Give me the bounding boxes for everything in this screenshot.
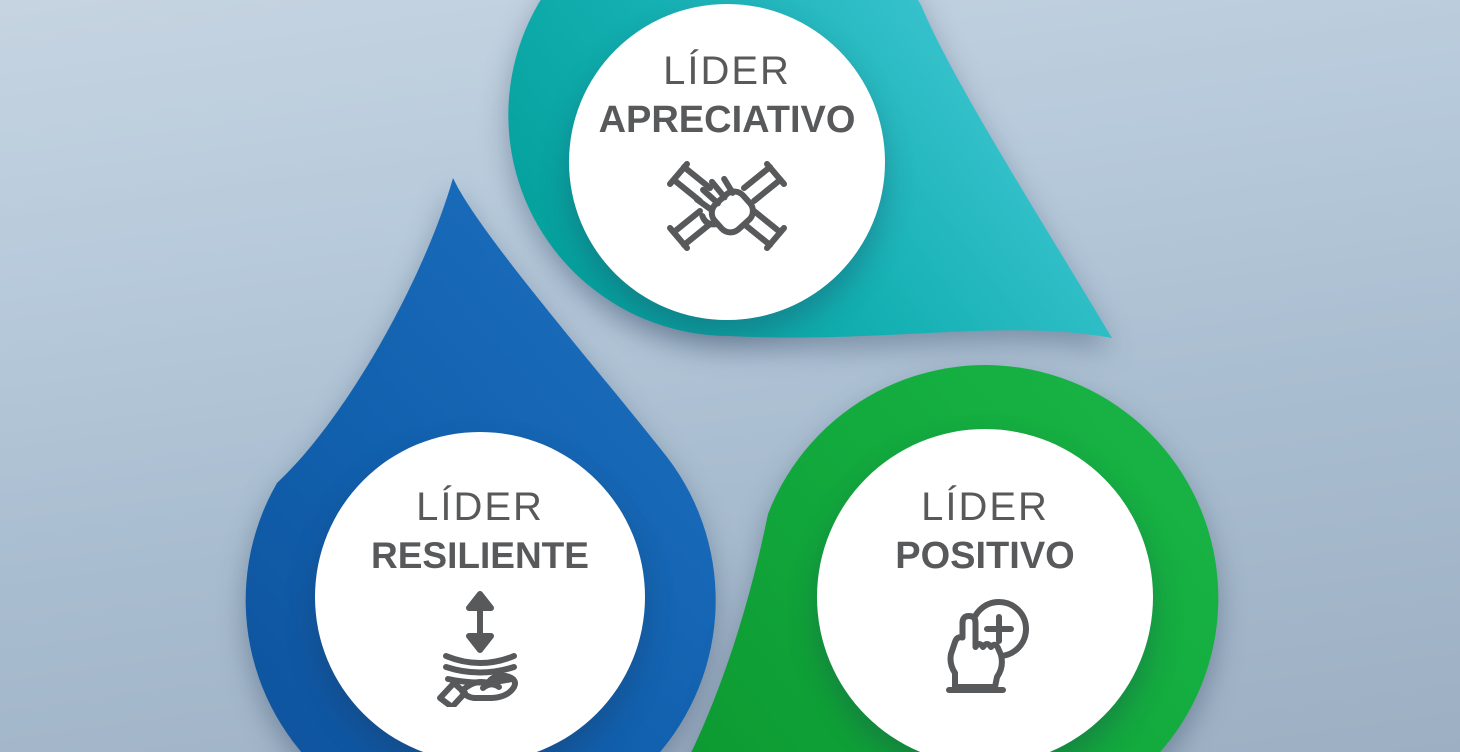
apreciativo-label-light: LÍDER: [663, 49, 791, 93]
positivo-circle: LÍDER POSITIVO: [817, 429, 1153, 752]
resiliente-circle: LÍDER RESILIENTE: [315, 432, 645, 752]
resiliente-label-light: LÍDER: [416, 485, 544, 529]
tap-plus-icon: [946, 599, 1029, 693]
resiliente-label-bold: RESILIENTE: [371, 535, 589, 576]
resilience-hand-icon: [437, 591, 518, 707]
positivo-label-light: LÍDER: [921, 485, 1049, 529]
apreciativo-label-bold: APRECIATIVO: [598, 99, 856, 141]
hands-together-icon: [667, 161, 787, 251]
positivo-label-bold: POSITIVO: [895, 535, 1075, 577]
apreciativo-circle: LÍDER APRECIATIVO: [569, 4, 885, 320]
